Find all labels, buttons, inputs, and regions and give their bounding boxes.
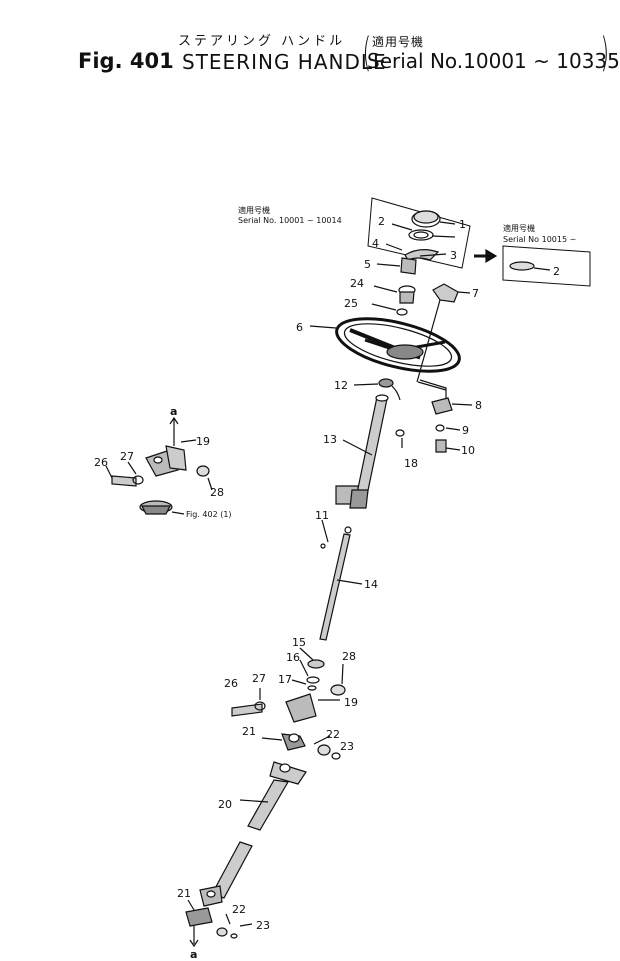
part-label-23a: 23 <box>340 740 354 753</box>
clip-part <box>416 283 471 383</box>
part-label-17: 17 <box>278 673 292 686</box>
intermediate-shaft <box>211 761 307 899</box>
part-label-19a: 19 <box>196 435 210 448</box>
serial-range: Serial No.10001 ~ 10335 <box>367 49 620 73</box>
part-label-28b: 28 <box>342 650 356 663</box>
part-label-23b: 23 <box>256 919 270 932</box>
fig-reference: Fig. 402 (1) <box>186 510 232 519</box>
part-label-4: 4 <box>372 237 379 250</box>
part-label-16: 16 <box>286 651 300 664</box>
part-label-9: 9 <box>462 424 469 437</box>
leader-line <box>417 381 447 391</box>
steering-column-tube <box>335 394 405 509</box>
part-label-27a: 27 <box>120 450 134 463</box>
figure-number: Fig. 401 <box>78 49 174 73</box>
steering-shaft <box>319 519 363 641</box>
japanese-title: ステアリング ハンドル <box>178 34 346 49</box>
part-label-1: 1 <box>459 218 466 231</box>
steering-wheel <box>309 317 461 373</box>
part-label-20: 20 <box>218 798 232 811</box>
callout-labels: 適用号機 Serial No. 10001 ~ 10014 適用号機 Seria… <box>94 205 576 961</box>
lower-coupling <box>231 647 346 760</box>
part-label-28a: 28 <box>210 486 224 499</box>
part-label-22a: 22 <box>326 728 340 741</box>
right-paren: ) <box>600 30 610 76</box>
part-label-26b: 26 <box>224 677 238 690</box>
left-paren: ( <box>362 30 372 76</box>
nut-assembly <box>371 257 417 316</box>
ref-a-bottom: a <box>190 948 197 961</box>
bracket-plate <box>419 379 473 453</box>
alternate-yoke-group <box>105 416 213 515</box>
part-label-18: 18 <box>404 457 418 470</box>
part-label-12: 12 <box>334 379 348 392</box>
ref-a-top: a <box>170 405 177 418</box>
horn-wire <box>353 378 401 401</box>
part-label-14: 14 <box>364 578 378 591</box>
part-label-7: 7 <box>472 287 479 300</box>
part-label-8: 8 <box>475 399 482 412</box>
part-label-2: 2 <box>378 215 385 228</box>
part-label-21a: 21 <box>242 725 256 738</box>
right-serial: Serial No 10015 ~ <box>503 235 576 244</box>
part-label-21b: 21 <box>177 887 191 900</box>
part-label-2b: 2 <box>553 265 560 278</box>
part-label-26a: 26 <box>94 456 108 469</box>
part-label-3: 3 <box>450 249 457 262</box>
part-label-13: 13 <box>323 433 337 446</box>
horn-button-assembly <box>367 197 471 269</box>
part-label-15: 15 <box>292 636 306 649</box>
part-label-10: 10 <box>461 444 475 457</box>
part-label-25: 25 <box>344 297 358 310</box>
part-label-5: 5 <box>364 258 371 271</box>
part-label-6: 6 <box>296 321 303 334</box>
bottom-universal-joint <box>185 885 253 948</box>
part-label-24: 24 <box>350 277 364 290</box>
right-serial-jp: 適用号機 <box>503 223 535 233</box>
part-label-19b: 19 <box>344 696 358 709</box>
part-label-22b: 22 <box>232 903 246 916</box>
figure-title: STEERING HANDLE <box>182 50 387 74</box>
new-serial-callout <box>474 245 591 287</box>
part-label-27b: 27 <box>252 672 266 685</box>
left-serial-jp: 適用号機 <box>238 205 270 215</box>
part-label-11: 11 <box>315 509 329 522</box>
left-serial: Serial No. 10001 ~ 10014 <box>238 216 342 225</box>
japanese-serial-label: 適用号機 <box>372 35 425 49</box>
